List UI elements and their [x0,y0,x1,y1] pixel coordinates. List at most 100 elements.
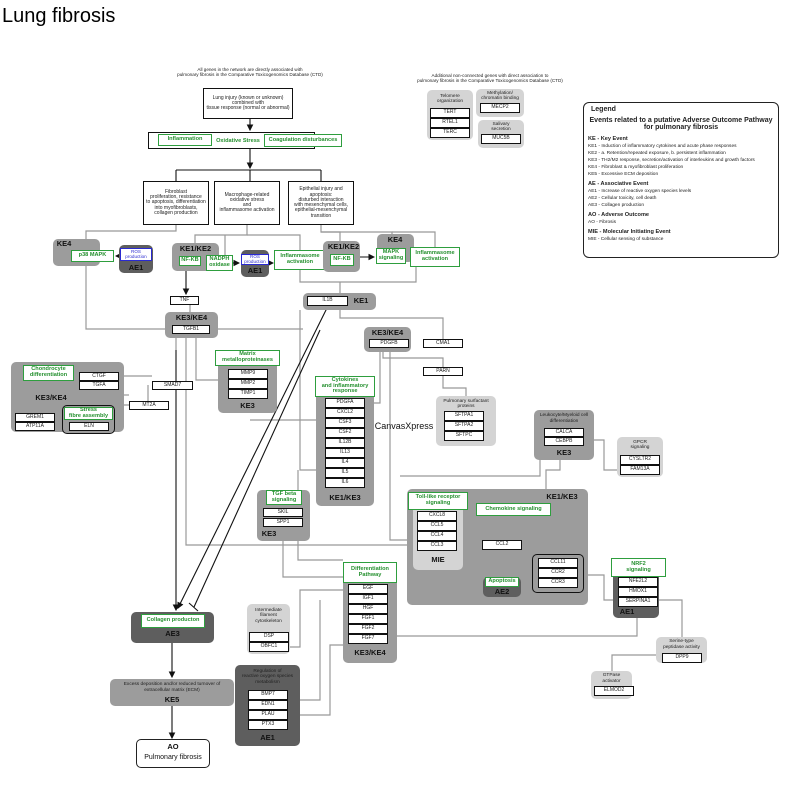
cytokines-inflammatory-response-event[interactable]: Cytokines and inflammatory response [315,376,375,397]
gene-node-mmp2[interactable]: MMP2 [228,379,268,389]
p38-mapk-event[interactable]: p38 MAPK [71,250,114,262]
gene-node-il13[interactable]: IL13 [325,448,365,458]
gene-node-cysltr2[interactable]: CYSLTR2 [620,455,660,465]
gene-node-sftpc[interactable]: SFTPC [444,431,484,441]
gene-node-mt2a[interactable]: MT2A [129,401,169,410]
gene-node-ccl11[interactable]: CCL11 [538,558,578,568]
gene-node-elmod2[interactable]: ELMOD2 [594,686,634,696]
group-label: KE3/KE4 [354,648,386,658]
chemokine-signaling-event[interactable]: Chemokine signaling [476,503,551,516]
oxidative-stress-event[interactable]: Oxidative Stress [216,137,260,144]
gene-node-ccl4[interactable]: CCL4 [417,531,457,541]
ros-production-event[interactable]: ROS production [241,254,269,265]
gene-node-ccl3[interactable]: CCL3 [417,541,457,551]
group-label: KE1/KE3 [329,493,361,503]
gene-node-fam13a[interactable]: FAM13A [620,465,660,475]
ccr-complex [532,554,584,593]
ros-production-event[interactable]: ROS production [120,248,152,261]
gene-node-fgf7[interactable]: FGF7 [348,634,388,644]
group-label: AE3 [165,629,180,639]
apoptosis-event[interactable]: Apoptosis [485,577,519,587]
differentiation-pathway-event[interactable]: Differentiation Pathway [343,562,397,583]
nf-kb-event[interactable]: NF-KB [179,256,201,266]
gene-node-cma1[interactable]: CMA1 [423,339,463,348]
gene-node-fgf2[interactable]: FGF2 [348,624,388,634]
arrow-line [177,305,329,609]
gene-node-ptx3[interactable]: PTX3 [248,720,288,730]
gene-node-skil[interactable]: SKIL [263,508,303,517]
toll-like-receptor-signaling-event[interactable]: Toll-like receptor signaling [408,492,468,510]
gene-node-serpina1[interactable]: SERPINA1 [618,597,658,607]
gene-node-egf[interactable]: EGF [348,584,388,594]
gene-node-terc[interactable]: TERC [430,128,470,138]
gene-node-tgfa[interactable]: TGFA [79,381,119,390]
coagulation-event[interactable]: Coagulation disturbances [264,134,342,147]
gene-node-ctgf[interactable]: CTGF [79,372,119,381]
gene-node-igf1[interactable]: IGF1 [348,594,388,604]
gene-node-eln[interactable]: ELN [69,422,109,431]
tgf-beta-signaling-event[interactable]: TGF beta signaling [266,490,302,505]
nf-kb-event[interactable]: NF-KB [330,254,354,266]
gene-node-il12b[interactable]: IL12B [325,438,365,448]
inflammation-event[interactable]: Inflammation [158,134,212,146]
gene-node-pdgfb[interactable]: PDGFB [369,339,409,348]
gene-node-atp11a[interactable]: ATP11A [15,422,55,431]
nadph-oxidase-event[interactable]: NADPH oxidase [206,255,233,271]
legend-item: KE3 - TH2/M2 response, secretion/activat… [588,158,755,163]
gene-node-smad7[interactable]: SMAD7 [152,381,193,390]
inflammasome-activation-event[interactable]: Inflammasome activation [274,250,326,270]
gene-node-grem1[interactable]: GREM1 [15,413,55,422]
gene-node-hmox1[interactable]: HMOX1 [618,587,658,597]
gene-node-obfc1[interactable]: OBFC1 [249,642,289,652]
gene-node-muc5b[interactable]: MUC5B [481,134,521,144]
gene-node-bmp7[interactable]: BMP7 [248,690,288,700]
gene-node-ccr3[interactable]: CCR3 [538,578,578,588]
gene-node-il5[interactable]: IL5 [325,468,365,478]
gene-node-csf3[interactable]: CSF3 [325,418,365,428]
matrix-metalloproteinases-event[interactable]: Matrix metalloproteinases [215,350,280,366]
gene-node-hgf[interactable]: HGF [348,604,388,614]
gene-node-cxcl2[interactable]: CXCL2 [325,408,365,418]
gene-node-nfe2l2[interactable]: NFE2L2 [618,577,658,587]
interaction-line [194,225,248,243]
gene-node-cxcl8[interactable]: CXCL8 [417,511,457,521]
interaction-line [282,541,343,578]
gene-node-il4[interactable]: IL4 [325,458,365,468]
gene-node-rtel1[interactable]: RTEL1 [430,118,470,128]
interaction-line [611,654,658,671]
gene-node-dsp[interactable]: DSP [249,632,289,642]
stress-fibre-assembly-event[interactable]: Stress fibre assembly [64,407,113,420]
gene-node-mmp9[interactable]: MMP9 [228,369,268,379]
gene-node-parn[interactable]: PARN [423,367,463,376]
gene-node-ccl5[interactable]: CCL5 [417,521,457,531]
gene-node-il1b[interactable]: IL1B [307,296,348,306]
gene-node-spp1[interactable]: SPP1 [263,518,303,527]
nrf2-signaling-event[interactable]: NRF2 signaling [611,558,666,577]
gene-node-il6[interactable]: IL6 [325,478,365,488]
gene-node-tert[interactable]: TERT [430,108,470,118]
group-label: KE4 [387,234,403,244]
gene-node-calca[interactable]: CALCA [544,428,584,437]
group-label: KE1 [353,296,369,306]
gene-node-edn1[interactable]: EDN1 [248,700,288,710]
gene-node-tnf[interactable]: TNF [170,296,199,305]
inflammasome-activation-event[interactable]: Inflammasome activation [410,247,460,267]
gene-node-tgfb1[interactable]: TGFB1 [172,325,210,334]
gene-node-sftpa2[interactable]: SFTPA2 [444,421,484,431]
gene-node-mecp2[interactable]: MECP2 [480,103,520,113]
gene-node-ccr2[interactable]: CCR2 [538,568,578,578]
legend-item: MIE - Cellular sensing of substance [588,237,664,242]
chondrocyte-differentiation-event[interactable]: Chondrocyte differentiation [23,365,74,381]
collagen-production-event[interactable]: Collagen producton [141,614,205,628]
gene-node-sftpa1[interactable]: SFTPA1 [444,411,484,421]
mapk-signaling-event[interactable]: MAPK signaling [376,248,406,264]
gene-node-cebpb[interactable]: CEBPB [544,437,584,446]
gene-node-csf2[interactable]: CSF2 [325,428,365,438]
gene-node-ccl2[interactable]: CCL2 [482,540,522,550]
note-ctd-unconnected: Additional non-connected genes with dire… [417,73,563,83]
gene-node-pdgfa[interactable]: PDGFA [325,398,365,408]
gene-node-fgf1[interactable]: FGF1 [348,614,388,624]
gene-node-timp1[interactable]: TIMP1 [228,389,268,399]
gene-node-plau[interactable]: PLAU [248,710,288,720]
gene-node-dpp9[interactable]: DPP9 [662,653,702,663]
